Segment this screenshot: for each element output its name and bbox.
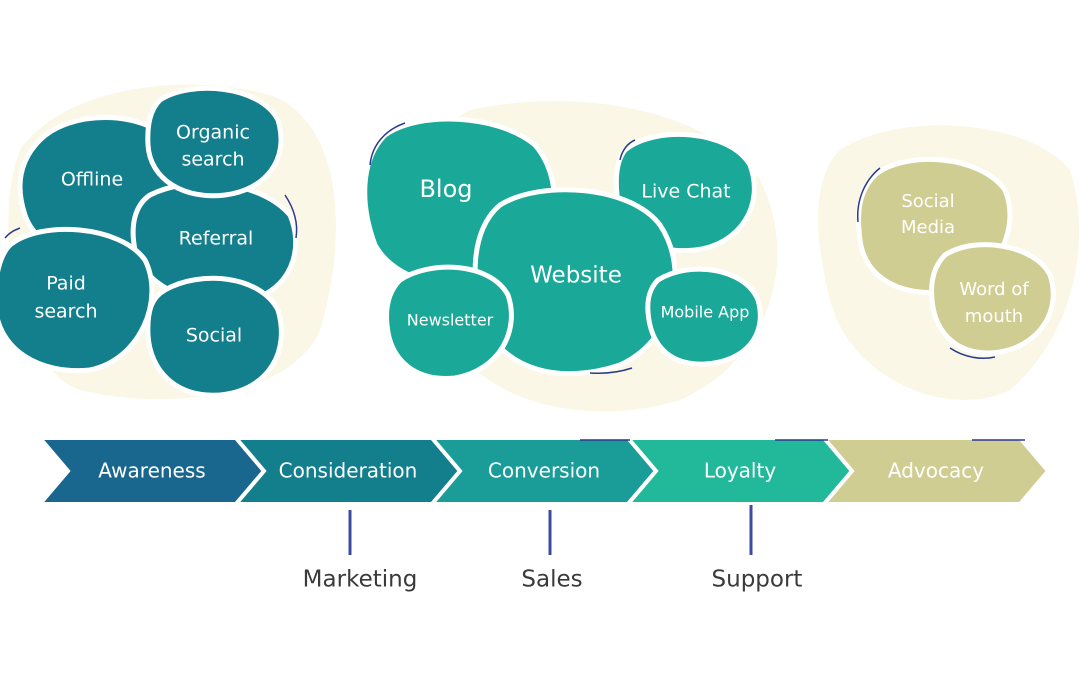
marketing-label: Marketing — [303, 567, 418, 593]
paid-search-blob — [0, 226, 155, 374]
stage-label-advocacy: Advocacy — [888, 459, 984, 483]
organic-label-line1: Organic — [176, 122, 250, 144]
stage-chevron-advocacy — [819, 436, 1051, 506]
support-label: Support — [712, 567, 803, 593]
outline-arc-wom — [949, 347, 996, 360]
organic-search-blob — [145, 85, 284, 199]
newsletter-blob — [384, 264, 514, 381]
stage-label-loyalty: Loyalty — [704, 459, 777, 483]
offline-label: Offline — [61, 169, 123, 191]
outline-arc-social-media — [857, 167, 881, 223]
outline-arc-referral — [284, 194, 298, 239]
awareness-cluster: Offline Organic search Referral Paid sea… — [0, 85, 299, 398]
live-chat-label: Live Chat — [641, 181, 730, 203]
mobile-app-blob — [645, 266, 763, 367]
outline-arc-website — [589, 367, 633, 374]
outline-arc-blog — [369, 122, 406, 166]
conversion-cluster: Blog Live Chat Website Newsletter Mobile… — [362, 116, 763, 381]
referral-label: Referral — [179, 228, 254, 250]
department-dividers — [348, 505, 753, 555]
word-of-mouth-label-line2: mouth — [965, 306, 1023, 327]
advocacy-cluster: Social Media Word of mouth — [856, 156, 1056, 360]
stage-label-conversion: Conversion — [488, 459, 600, 483]
word-of-mouth-blob — [929, 242, 1056, 356]
outline-arc-chat — [619, 139, 636, 161]
paid-label-line1: Paid — [46, 273, 86, 295]
newsletter-label: Newsletter — [407, 311, 494, 330]
social-label: Social — [186, 325, 242, 347]
sales-label: Sales — [521, 567, 582, 593]
paid-label-line2: search — [34, 301, 97, 323]
website-label: Website — [530, 263, 622, 289]
social-media-label-line2: Media — [901, 217, 955, 238]
department-labels: Marketing Sales Support — [303, 567, 803, 593]
social-media-label-line1: Social — [901, 191, 954, 212]
journey-stages: Awareness Consideration Conversion Loyalty A… — [35, 436, 1051, 506]
blog-label: Blog — [419, 175, 472, 203]
outline-arc-paid — [4, 227, 21, 239]
social-blob — [145, 275, 284, 398]
stage-label-consideration: Consideration — [279, 459, 418, 483]
stage-label-awareness: Awareness — [98, 459, 205, 483]
word-of-mouth-label-line1: Word of — [959, 279, 1029, 300]
organic-label-line2: search — [181, 149, 244, 171]
mobile-app-label: Mobile App — [661, 303, 750, 322]
